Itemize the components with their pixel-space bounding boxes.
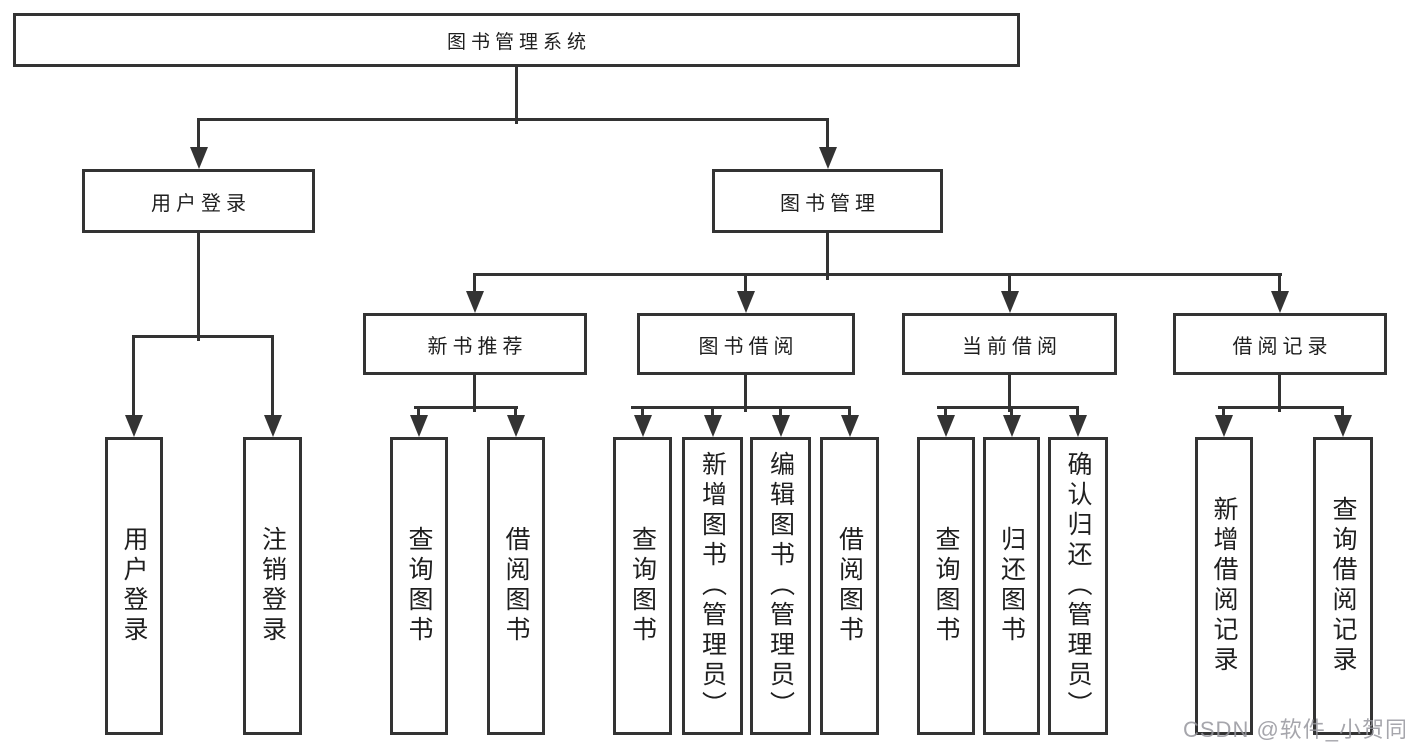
connector-line bbox=[744, 273, 747, 295]
arrow-down-icon bbox=[190, 147, 208, 169]
leaf-user-login: 用户登录 bbox=[105, 437, 163, 735]
arrow-down-icon bbox=[1271, 291, 1289, 313]
leaf-borrow-query-books: 查询图书 bbox=[613, 437, 672, 735]
arrow-down-icon bbox=[737, 291, 755, 313]
arrow-down-icon bbox=[937, 415, 955, 437]
leaf-return-books: 归还图书 bbox=[983, 437, 1040, 735]
node-book-management: 图书管理 bbox=[712, 169, 943, 233]
connector-line bbox=[826, 118, 829, 151]
connector-line bbox=[1008, 375, 1011, 412]
arrow-down-icon bbox=[704, 415, 722, 437]
connector-line bbox=[744, 375, 747, 412]
connector-line bbox=[1008, 273, 1011, 295]
node-library-management-system: 图书管理系统 bbox=[13, 13, 1020, 67]
leaf-label: 查询借阅记录 bbox=[1329, 496, 1357, 676]
node-current-borrow: 当前借阅 bbox=[902, 313, 1117, 375]
connector-line bbox=[848, 406, 851, 419]
arrow-down-icon bbox=[1069, 415, 1087, 437]
connector-line bbox=[1222, 406, 1225, 419]
connector-line bbox=[271, 335, 274, 419]
connector-line bbox=[132, 335, 274, 338]
leaf-label: 注销登录 bbox=[258, 526, 287, 646]
leaf-logout-login: 注销登录 bbox=[243, 437, 302, 735]
connector-line bbox=[1076, 406, 1079, 419]
leaf-label: 用户登录 bbox=[120, 526, 148, 646]
connector-line bbox=[514, 406, 517, 419]
connector-line bbox=[197, 118, 829, 121]
leaf-recommend-query-books: 查询图书 bbox=[390, 437, 448, 735]
leaf-label: 确认归还（管理员） bbox=[1064, 451, 1092, 721]
connector-line bbox=[1278, 375, 1281, 412]
arrow-down-icon bbox=[1215, 415, 1233, 437]
leaf-edit-books-admin: 编辑图书（管理员） bbox=[750, 437, 811, 735]
connector-line bbox=[779, 406, 782, 419]
leaf-query-borrow-record: 查询借阅记录 bbox=[1313, 437, 1373, 735]
leaf-label: 编辑图书（管理员） bbox=[766, 451, 795, 721]
leaf-label: 借阅图书 bbox=[835, 526, 864, 646]
leaf-label: 新增图书（管理员） bbox=[698, 451, 727, 721]
connector-line bbox=[826, 233, 829, 280]
arrow-down-icon bbox=[1003, 415, 1021, 437]
leaf-label: 借阅图书 bbox=[502, 526, 530, 646]
connector-line bbox=[937, 406, 1079, 409]
leaf-current-query-books: 查询图书 bbox=[917, 437, 975, 735]
leaf-label: 查询图书 bbox=[628, 526, 657, 646]
leaf-label: 归还图书 bbox=[997, 526, 1026, 646]
connector-line bbox=[631, 406, 851, 409]
connector-line bbox=[641, 406, 644, 419]
arrow-down-icon bbox=[1334, 415, 1352, 437]
connector-line bbox=[1278, 273, 1281, 295]
node-label: 图书借阅 bbox=[698, 335, 799, 358]
leaf-recommend-borrow-books: 借阅图书 bbox=[487, 437, 545, 735]
leaf-confirm-return-admin: 确认归还（管理员） bbox=[1048, 437, 1108, 735]
arrow-down-icon bbox=[841, 415, 859, 437]
arrow-down-icon bbox=[264, 415, 282, 437]
connector-line bbox=[944, 406, 947, 419]
connector-line bbox=[473, 375, 476, 412]
leaf-label: 查询图书 bbox=[405, 526, 433, 646]
arrow-down-icon bbox=[1001, 291, 1019, 313]
node-label: 借阅记录 bbox=[1232, 335, 1333, 358]
leaf-add-borrow-record: 新增借阅记录 bbox=[1195, 437, 1253, 735]
connector-line bbox=[1010, 406, 1013, 419]
leaf-add-books-admin: 新增图书（管理员） bbox=[682, 437, 743, 735]
arrow-down-icon bbox=[507, 415, 525, 437]
node-label: 当前借阅 bbox=[962, 335, 1062, 358]
connector-line bbox=[473, 273, 476, 295]
arrow-down-icon bbox=[410, 415, 428, 437]
node-label: 新书推荐 bbox=[427, 335, 528, 358]
connector-line bbox=[473, 273, 1282, 276]
node-label: 用户登录 bbox=[151, 192, 251, 215]
arrow-down-icon bbox=[772, 415, 790, 437]
arrow-down-icon bbox=[466, 291, 484, 313]
node-book-borrow: 图书借阅 bbox=[637, 313, 855, 375]
arrow-down-icon bbox=[634, 415, 652, 437]
node-borrow-records: 借阅记录 bbox=[1173, 313, 1387, 375]
connector-line bbox=[414, 406, 518, 409]
connector-line bbox=[711, 406, 714, 419]
node-label: 图书管理 bbox=[780, 192, 880, 215]
node-new-book-recommend: 新书推荐 bbox=[363, 313, 587, 375]
arrow-down-icon bbox=[125, 415, 143, 437]
connector-line bbox=[417, 406, 420, 419]
leaf-label: 查询图书 bbox=[932, 526, 960, 646]
leaf-label: 新增借阅记录 bbox=[1210, 496, 1238, 676]
node-label: 图书管理系统 bbox=[446, 31, 591, 53]
leaf-borrow-borrow-books: 借阅图书 bbox=[820, 437, 879, 735]
arrow-down-icon bbox=[819, 147, 837, 169]
connector-line bbox=[132, 335, 135, 419]
node-user-login: 用户登录 bbox=[82, 169, 315, 233]
csdn-watermark: CSDN @软件_小贺同学 bbox=[1183, 717, 1405, 742]
connector-line bbox=[1341, 406, 1344, 419]
connector-line bbox=[1218, 406, 1344, 409]
connector-line bbox=[515, 67, 518, 124]
connector-line bbox=[197, 118, 200, 151]
connector-line bbox=[197, 233, 200, 341]
